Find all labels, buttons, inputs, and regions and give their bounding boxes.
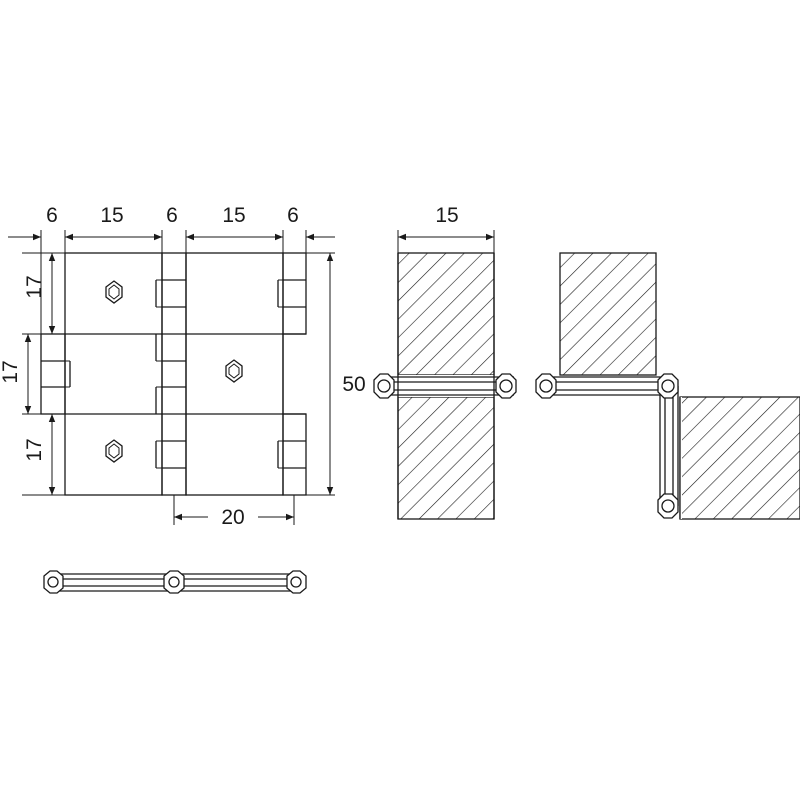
top-right-knuckle	[282, 252, 307, 335]
dim-top-4: 15	[222, 204, 245, 227]
dim-left-1: 17	[23, 275, 46, 298]
hinge-front-view	[40, 252, 307, 496]
hinge-section-flat	[43, 570, 307, 594]
wall-mounted-flat-view	[373, 230, 517, 520]
middle-left-knuckle	[40, 333, 66, 415]
left-leaf-column	[64, 252, 163, 496]
knuckle-column	[161, 252, 187, 496]
dim-left-3: 17	[23, 438, 46, 461]
dim-bottom: 20	[221, 506, 244, 529]
dim-height: 50	[342, 373, 365, 396]
screw-hole-icon	[225, 359, 243, 383]
screw-hole-icon	[105, 280, 123, 304]
dim-wall-width: 15	[435, 204, 458, 227]
dim-top-1: 6	[46, 204, 58, 227]
dimension-lines	[8, 230, 335, 525]
dim-top-2: 15	[100, 204, 123, 227]
screw-hole-icon	[105, 439, 123, 463]
wall-mounted-folded-view	[535, 252, 800, 520]
dim-top-5: 6	[287, 204, 299, 227]
right-leaf-column	[185, 252, 284, 496]
dim-left-2: 17	[0, 360, 22, 383]
dim-top-3: 6	[166, 204, 178, 227]
bottom-right-knuckle	[282, 413, 307, 496]
